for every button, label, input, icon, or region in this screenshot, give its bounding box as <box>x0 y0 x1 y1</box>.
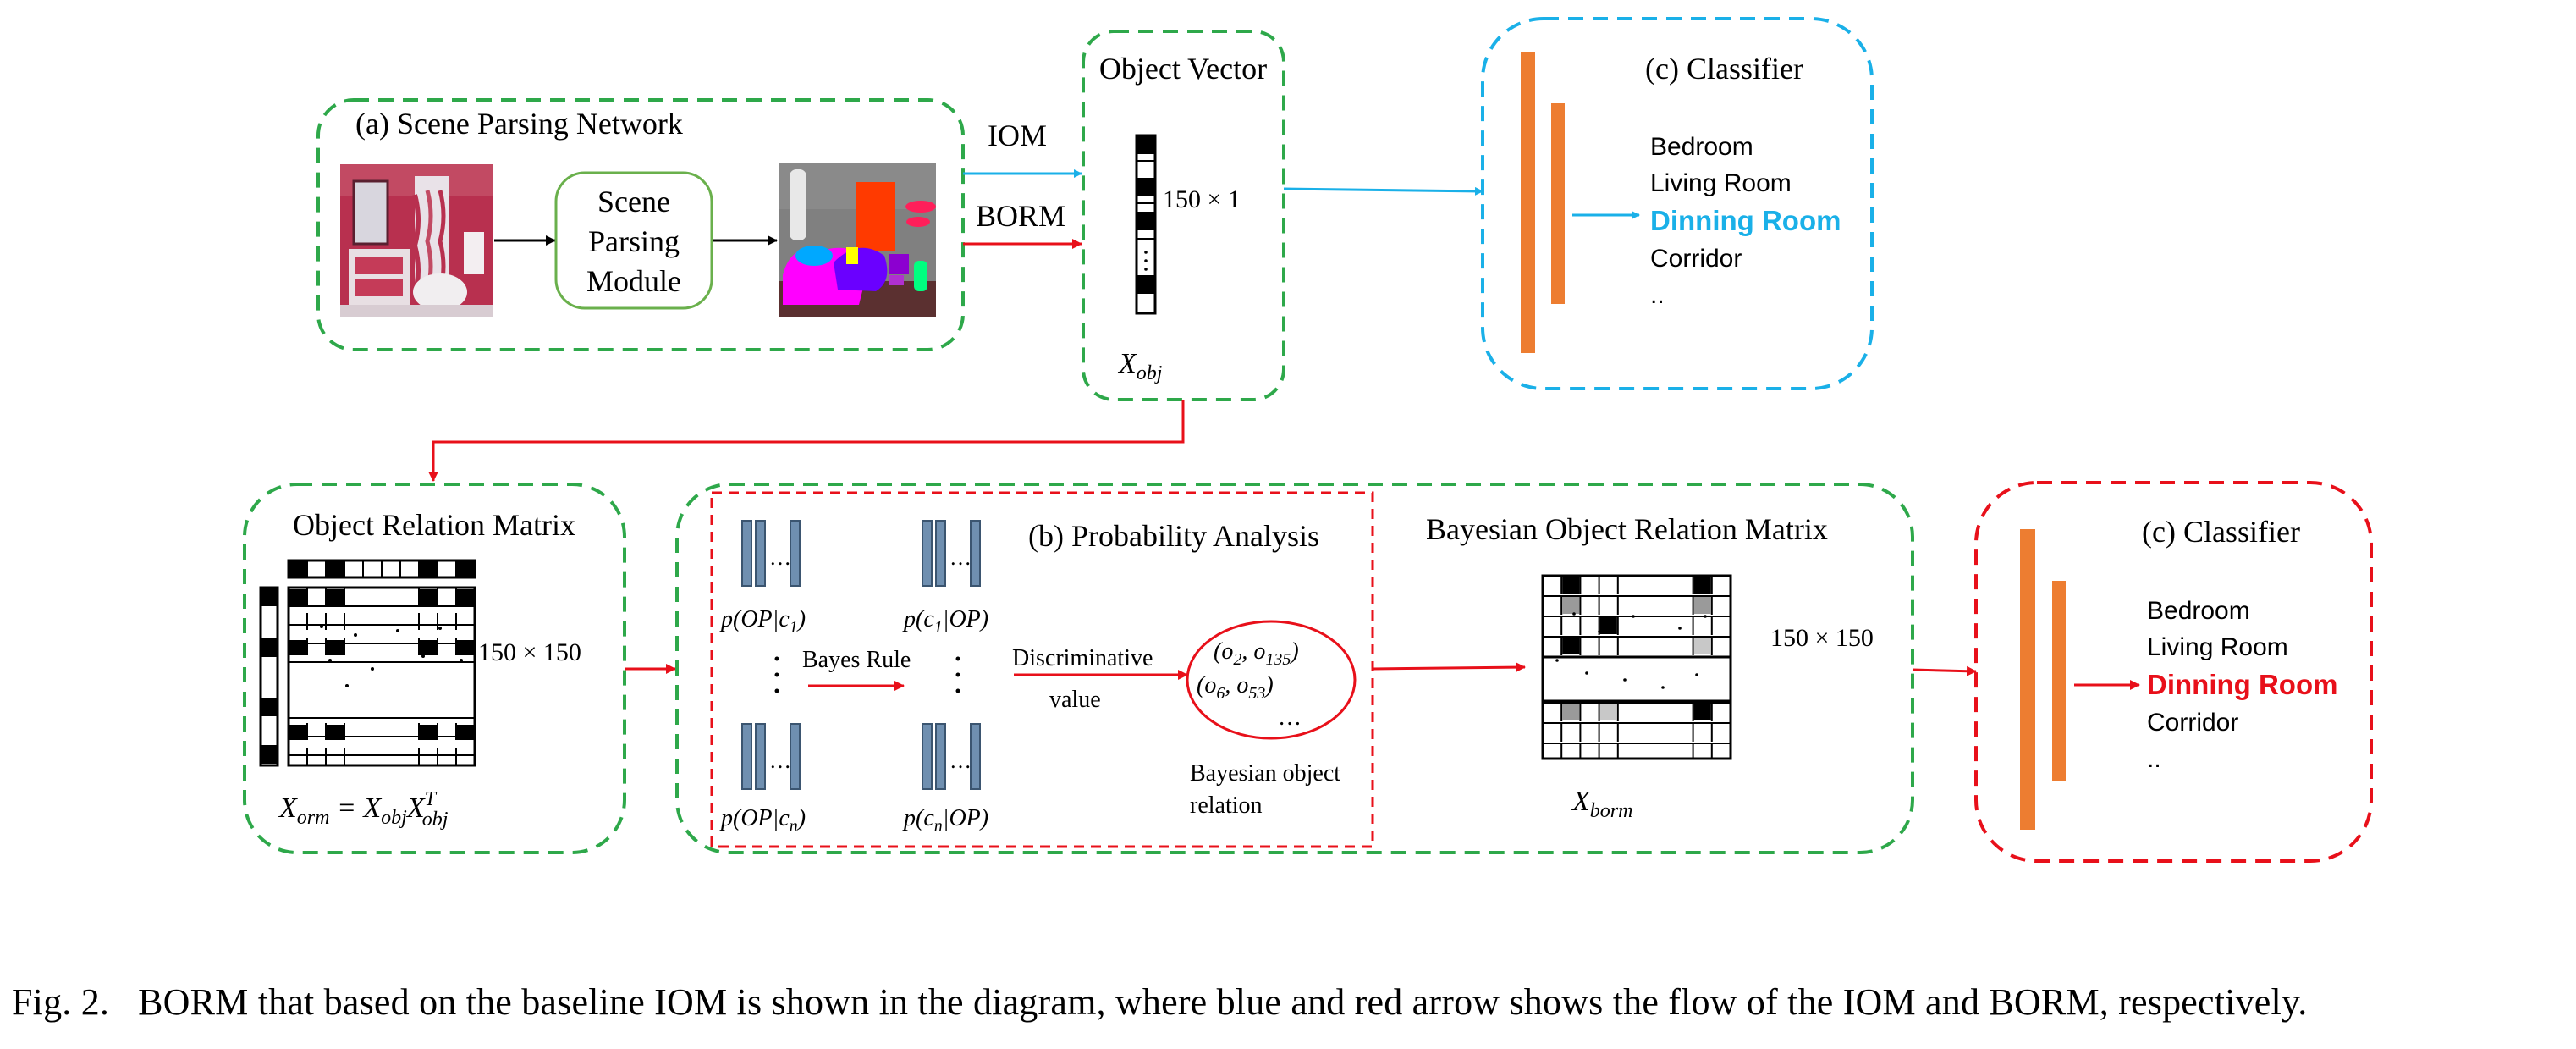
svg-text:…: … <box>769 545 791 570</box>
scene-parsing-title: (a) Scene Parsing Network <box>355 107 683 141</box>
bayesian-relation-ellipse <box>1186 620 1357 740</box>
classifier-top-item-5: .. <box>1650 281 1665 309</box>
object-relation-matrix: Object Relation Matrix 150 × 150 Xorm = … <box>243 483 626 854</box>
label-p-op-cn: p(OP|cn) <box>719 805 806 836</box>
vector-to-classifier-arrow <box>1283 186 1483 196</box>
module-line-1: Scene <box>597 185 670 218</box>
segmentation-map-image <box>779 163 936 317</box>
probability-analysis-title: (b) Probability Analysis <box>1028 519 1319 553</box>
bayesian-matrix-graphic <box>1541 574 1732 760</box>
classifier-bottom-item-5: .. <box>2147 745 2161 773</box>
classifier-bottom-item-3: Dinning Room <box>2147 669 2337 700</box>
bayesian-object-relation-line1: Bayesian object <box>1190 760 1340 787</box>
classifier-top-title: (c) Classifier <box>1645 52 1803 86</box>
bayesian-matrix-to-classifier-arrow <box>1912 665 1977 676</box>
classifier-top-bar-tall <box>1521 52 1535 353</box>
classifier-top-item-3: Dinning Room <box>1650 205 1841 236</box>
svg-text:…: … <box>949 545 972 570</box>
relation-ellipsis: … <box>1278 704 1302 731</box>
object-relation-title: Object Relation Matrix <box>293 508 575 542</box>
classifier-top: (c) Classifier Bedroom Living Room Dinni… <box>1481 17 1874 390</box>
svg-text:…: … <box>769 748 791 773</box>
scene-parsing-network: (a) Scene Parsing Network Scene Parsing … <box>316 98 965 351</box>
object-vector-symbol: Xobj <box>1117 348 1163 384</box>
likelihood-bars-c1: … <box>741 520 801 587</box>
figure-label: Fig. 2. <box>12 981 110 1023</box>
classifier-bottom: (c) Classifier Bedroom Living Room Dinni… <box>1974 481 2373 863</box>
posterior-bars-cn: … <box>922 723 981 790</box>
borm-label: BORM <box>976 199 1065 233</box>
object-vector-title: Object Vector <box>1099 52 1267 86</box>
classifier-top-item-1: Bedroom <box>1650 133 1753 161</box>
relation-to-bayesian-matrix-arrow <box>1372 662 1526 673</box>
vertical-ellipsis-left <box>774 656 779 693</box>
discriminative-label: Discriminative <box>1012 645 1153 671</box>
vertical-ellipsis-right <box>955 656 960 693</box>
relation-pair-1: (o2, o135) <box>1214 638 1299 669</box>
object-vector-size: 150 × 1 <box>1163 185 1241 213</box>
classifier-bottom-item-4: Corridor <box>2147 709 2238 737</box>
classifier-bottom-item-1: Bedroom <box>2147 597 2250 625</box>
classifier-bottom-item-2: Living Room <box>2147 633 2288 661</box>
value-label: value <box>1049 687 1101 713</box>
module-line-3: Module <box>586 264 681 298</box>
iom-label: IOM <box>988 119 1047 152</box>
classifier-top-item-4: Corridor <box>1650 245 1742 273</box>
classifier-top-bar-short <box>1551 103 1565 304</box>
object-vector-box <box>1082 30 1285 401</box>
object-relation-box <box>243 483 626 854</box>
probability-analysis: (b) Probability Analysis … … … … p(OP|c1… <box>710 491 1374 848</box>
bayesian-object-relation-line2: relation <box>1190 792 1263 819</box>
relation-pair-2: (o6, o53) <box>1197 672 1274 703</box>
classifier-bottom-box <box>1974 481 2373 863</box>
object-relation-size: 150 × 150 <box>478 638 581 666</box>
scene-parsing-module-box <box>554 171 713 310</box>
bayesian-matrix-size: 150 × 150 <box>1770 624 1874 652</box>
bayesian-matrix-title: Bayesian Object Relation Matrix <box>1426 512 1828 546</box>
object-vector: Object Vector 150 × 1 Xobj <box>1082 30 1285 401</box>
input-scene-image <box>340 164 493 317</box>
likelihood-bars-cn: … <box>741 723 801 790</box>
bayesian-matrix-symbol: Xborm <box>1571 786 1632 822</box>
svg-text:…: … <box>949 748 972 773</box>
vector-to-relation-connector <box>428 400 1185 482</box>
scene-parsing-box <box>316 98 965 351</box>
bayesian-analysis-box <box>675 483 1914 854</box>
figure-caption-text: BORM that based on the baseline IOM is s… <box>138 981 2308 1023</box>
classifier-top-box <box>1481 17 1874 390</box>
classifier-top-item-2: Living Room <box>1650 169 1792 197</box>
label-p-op-c1: p(OP|c1) <box>719 606 806 637</box>
iom-flow: IOM <box>963 119 1082 178</box>
object-relation-matrix-graphic <box>259 559 476 767</box>
classifier-bottom-bar-tall <box>2020 529 2035 830</box>
classifier-bottom-bar-short <box>2052 581 2066 781</box>
bayes-rule-label: Bayes Rule <box>802 647 911 673</box>
classifier-bottom-title: (c) Classifier <box>2142 515 2300 549</box>
label-p-c1-op: p(c1|OP) <box>902 606 988 637</box>
borm-flow: BORM <box>963 199 1082 249</box>
figure-caption: Fig. 2. BORM that based on the baseline I… <box>12 980 2568 1024</box>
probability-analysis-box <box>710 491 1374 848</box>
module-line-2: Parsing <box>588 224 680 258</box>
label-p-cn-op: p(cn|OP) <box>902 805 988 836</box>
bayesian-object-relation-matrix: Bayesian Object Relation Matrix 150 × 15… <box>1426 512 1874 822</box>
posterior-bars-c1: … <box>922 520 981 587</box>
object-vector-bar <box>1135 134 1157 315</box>
